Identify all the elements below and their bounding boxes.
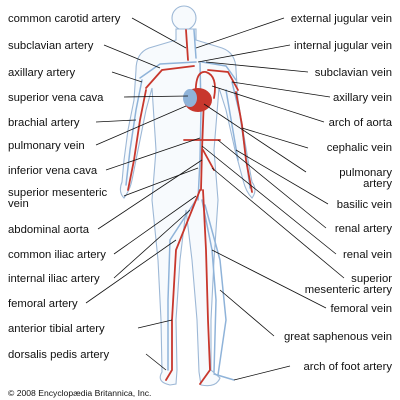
label-abdominal-aorta: abdominal aorta bbox=[8, 224, 90, 236]
label-line: dorsalis pedis artery bbox=[8, 349, 109, 361]
label-line: anterior tibial artery bbox=[8, 323, 105, 335]
label-line: superior mesenteric bbox=[8, 187, 108, 199]
jugular-vein-line bbox=[193, 29, 197, 59]
label-line: inferior vena cava bbox=[8, 165, 98, 177]
label-renal-artery: renal artery bbox=[335, 223, 392, 235]
vena-cava-line bbox=[197, 61, 202, 201]
right-subclavian-vein-line bbox=[201, 61, 237, 81]
label-femoral-artery: femoral artery bbox=[8, 298, 78, 310]
label-axillary-artery: axillary artery bbox=[8, 67, 76, 79]
label-line: cephalic vein bbox=[327, 142, 392, 154]
label-line: renal vein bbox=[343, 249, 392, 261]
left-leg-vein-line bbox=[167, 199, 197, 371]
left-labels: common carotid artery subclavian artery ax… bbox=[8, 13, 121, 361]
body-outline bbox=[119, 5, 256, 387]
label-line: arch of aorta bbox=[329, 117, 393, 129]
label-line: axillary vein bbox=[333, 92, 392, 104]
mesenteric-artery-line bbox=[202, 149, 215, 171]
label-line: pulmonary vein bbox=[8, 140, 85, 152]
right-subclavian-artery-line bbox=[207, 69, 239, 91]
label-line: basilic vein bbox=[337, 199, 392, 211]
label-pulmonary-vein: pulmonary vein bbox=[8, 140, 85, 152]
right-arm-artery-line bbox=[235, 91, 253, 193]
label-arch-of-aorta: arch of aorta bbox=[329, 117, 393, 129]
label-line: abdominal aorta bbox=[8, 224, 90, 236]
label-line: femoral vein bbox=[330, 303, 392, 315]
label-line: internal jugular vein bbox=[294, 40, 392, 52]
label-line: axillary artery bbox=[8, 67, 76, 79]
label-line: superior bbox=[351, 273, 392, 285]
label-line: artery bbox=[363, 178, 392, 190]
leader-lines bbox=[85, 17, 345, 381]
label-cephalic-vein: cephalic vein bbox=[327, 142, 392, 154]
label-common-carotid-artery: common carotid artery bbox=[8, 13, 121, 25]
label-brachial-artery: brachial artery bbox=[8, 117, 80, 129]
copyright-text: © 2008 Encyclopædia Britannica, Inc. bbox=[8, 388, 151, 398]
label-line: subclavian vein bbox=[315, 67, 392, 79]
right-labels: external jugular vein internal jugular ve… bbox=[284, 13, 393, 373]
heart bbox=[183, 88, 212, 112]
left-arm-artery-line bbox=[127, 89, 147, 191]
label-line: superior vena cava bbox=[8, 92, 104, 104]
right-saphenous-vein-line bbox=[204, 204, 227, 376]
label-femoral-vein: femoral vein bbox=[330, 303, 392, 315]
label-line: mesenteric artery bbox=[305, 284, 393, 296]
left-subclavian-artery-line bbox=[145, 65, 195, 89]
label-external-jugular-vein: external jugular vein bbox=[291, 13, 392, 25]
label-subclavian-vein: subclavian vein bbox=[315, 67, 392, 79]
label-line: pulmonary bbox=[339, 167, 392, 179]
label-inferior-vena-cava: inferior vena cava bbox=[8, 165, 98, 177]
label-renal-vein: renal vein bbox=[343, 249, 392, 261]
label-line: great saphenous vein bbox=[284, 331, 392, 343]
right-leg-vein-line bbox=[201, 199, 217, 373]
right-leg-artery-line bbox=[199, 189, 211, 385]
right-basilic-vein-line bbox=[225, 89, 239, 161]
label-axillary-vein: axillary vein bbox=[333, 92, 392, 104]
label-line: common carotid artery bbox=[8, 13, 121, 25]
label-line: vein bbox=[8, 198, 29, 210]
label-basilic-vein: basilic vein bbox=[337, 199, 392, 211]
label-subclavian-artery: subclavian artery bbox=[8, 40, 94, 52]
label-line: femoral artery bbox=[8, 298, 78, 310]
label-line: brachial artery bbox=[8, 117, 80, 129]
label-superior-vena-cava: superior vena cava bbox=[8, 92, 104, 104]
label-great-saphenous-vein: great saphenous vein bbox=[284, 331, 392, 343]
label-anterior-tibial-artery: anterior tibial artery bbox=[8, 323, 105, 335]
left-subclavian-vein-line bbox=[139, 61, 197, 79]
label-line: internal iliac artery bbox=[8, 273, 100, 285]
label-internal-jugular-vein: internal jugular vein bbox=[294, 40, 392, 52]
label-dorsalis-pedis-artery: dorsalis pedis artery bbox=[8, 349, 109, 361]
foot-vein-line bbox=[213, 373, 235, 381]
label-line: arch of foot artery bbox=[303, 361, 392, 373]
label-line: external jugular vein bbox=[291, 13, 392, 25]
label-common-iliac-artery: common iliac artery bbox=[8, 249, 106, 261]
label-line: common iliac artery bbox=[8, 249, 106, 261]
left-arm-vein-line bbox=[125, 79, 143, 186]
label-internal-iliac-artery: internal iliac artery bbox=[8, 273, 100, 285]
label-arch-of-foot-artery: arch of foot artery bbox=[303, 361, 392, 373]
label-line: subclavian artery bbox=[8, 40, 94, 52]
carotid-artery-line bbox=[185, 29, 189, 61]
label-line: renal artery bbox=[335, 223, 392, 235]
aorta-line bbox=[200, 97, 205, 191]
